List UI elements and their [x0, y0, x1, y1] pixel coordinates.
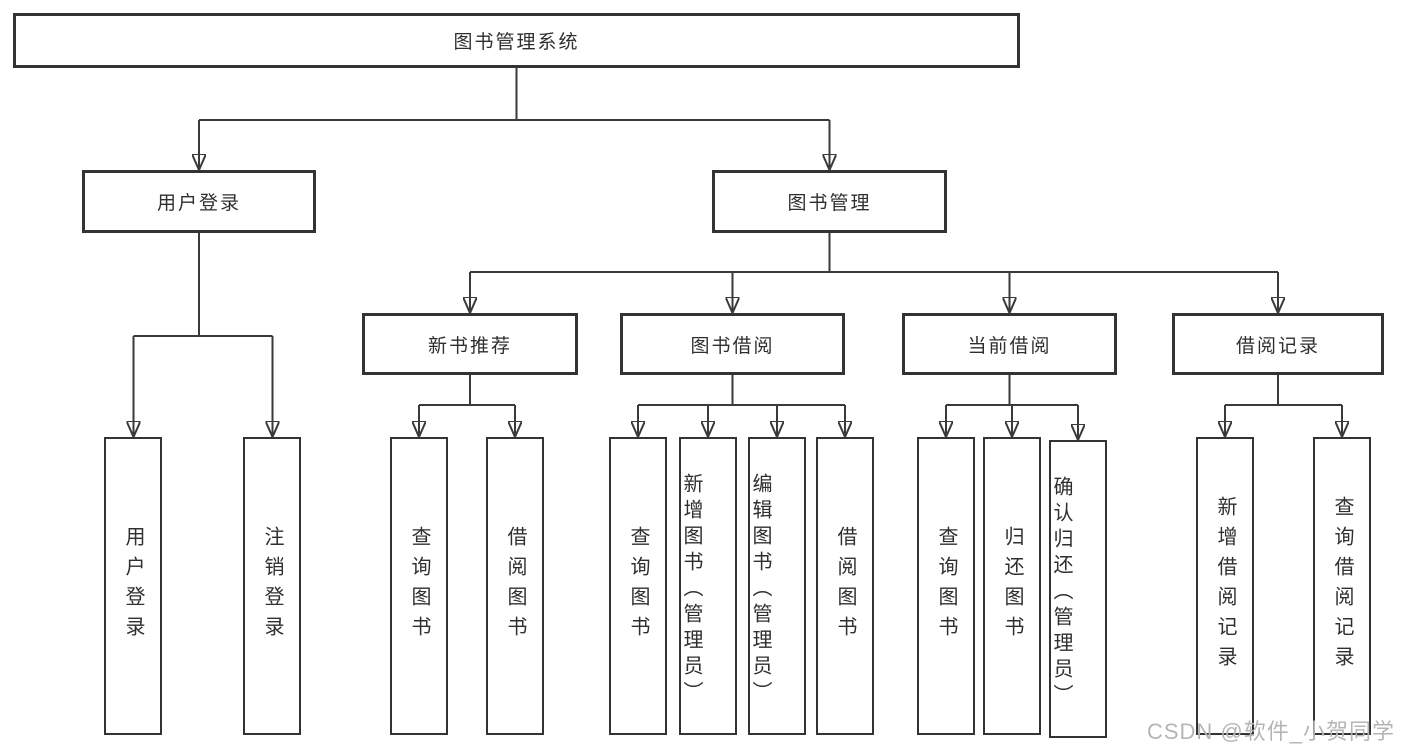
- node-label: 借阅图书: [834, 526, 856, 646]
- node-leaf-nb-query-book: 查询图书: [390, 437, 448, 735]
- node-label: 查询借阅记录: [1331, 496, 1353, 676]
- node-leaf-bb-query-book: 查询图书: [609, 437, 667, 735]
- bus-new-book: [419, 375, 515, 406]
- node-label: 用户登录: [156, 193, 241, 214]
- node-label: 注销登录: [261, 526, 283, 646]
- bus-borrowing-records: [1225, 375, 1342, 406]
- bus-root: [199, 68, 830, 121]
- node-leaf-user-login: 用户登录: [104, 437, 162, 735]
- bus-user-login: [133, 233, 273, 337]
- node-label: 新增图书（管理员）: [680, 472, 702, 707]
- node-label: 查询图书: [408, 526, 430, 646]
- node-new-book-recommendation: 新书推荐: [362, 313, 578, 375]
- node-label: 图书借阅: [690, 335, 775, 357]
- node-label: 借阅图书: [504, 526, 526, 646]
- node-book-management: 图书管理: [712, 170, 947, 233]
- node-leaf-bb-borrow-book: 借阅图书: [816, 437, 874, 735]
- node-leaf-br-query-record: 查询借阅记录: [1313, 437, 1371, 735]
- node-library-management-system: 图书管理系统: [13, 13, 1020, 68]
- node-user-login: 用户登录: [82, 170, 316, 233]
- bus-current-borrowing: [946, 375, 1078, 406]
- node-leaf-br-add-record: 新增借阅记录: [1196, 437, 1254, 735]
- node-label: 查询图书: [627, 526, 649, 646]
- node-borrowing-records: 借阅记录: [1172, 313, 1384, 375]
- node-leaf-cb-query-book: 查询图书: [917, 437, 975, 735]
- node-leaf-cb-confirm-return-admin: 确认归还（管理员）: [1049, 440, 1107, 738]
- node-current-borrowing: 当前借阅: [902, 313, 1117, 375]
- node-label: 确认归还（管理员）: [1050, 475, 1072, 710]
- node-label: 用户登录: [122, 526, 144, 646]
- node-leaf-bb-add-book-admin: 新增图书（管理员）: [679, 437, 737, 735]
- node-leaf-bb-edit-book-admin: 编辑图书（管理员）: [748, 437, 806, 735]
- node-label: 图书管理系统: [453, 32, 580, 53]
- node-leaf-logout: 注销登录: [243, 437, 301, 735]
- bus-book-borrowing: [638, 375, 845, 406]
- csdn-watermark: CSDN @软件_小贺同学: [1146, 719, 1395, 744]
- bus-book-management: [470, 233, 1278, 273]
- node-label: 当前借阅: [967, 335, 1052, 357]
- node-leaf-nb-borrow-book: 借阅图书: [486, 437, 544, 735]
- node-label: 新书推荐: [427, 335, 512, 357]
- node-label: 编辑图书（管理员）: [749, 472, 771, 707]
- node-leaf-cb-return-book: 归还图书: [983, 437, 1041, 735]
- node-label: 图书管理: [787, 193, 872, 214]
- node-book-borrowing: 图书借阅: [620, 313, 845, 375]
- node-label: 归还图书: [1001, 526, 1023, 646]
- node-label: 查询图书: [935, 526, 957, 646]
- node-label: 借阅记录: [1235, 335, 1320, 357]
- node-label: 新增借阅记录: [1214, 496, 1236, 676]
